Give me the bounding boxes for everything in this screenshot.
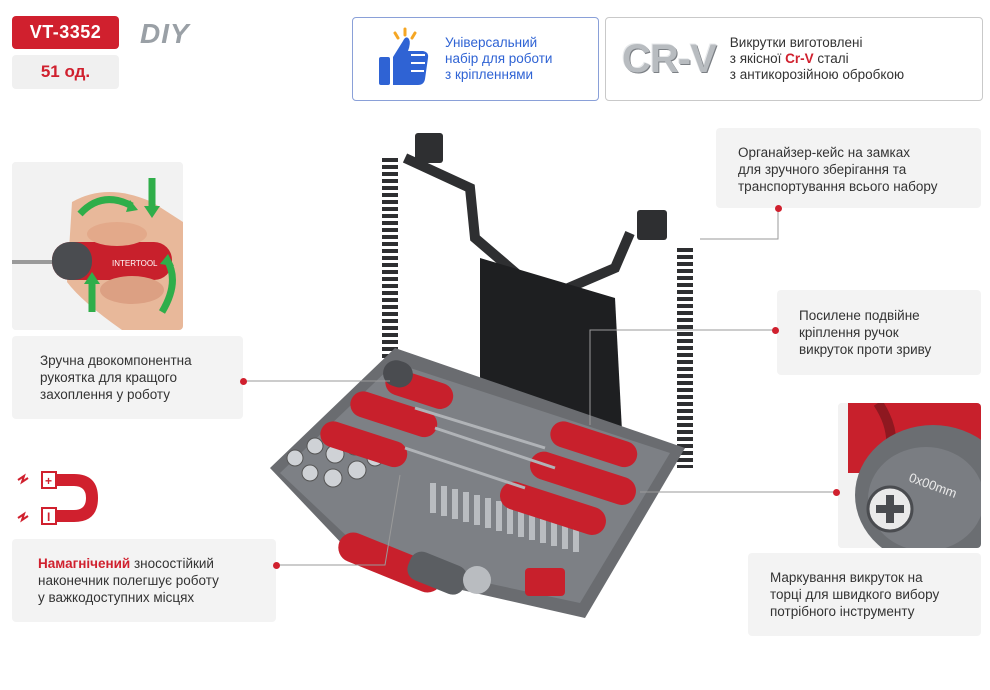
callout-magnetic-line2: наконечник полегшує роботу xyxy=(38,573,219,588)
product-case-illustration xyxy=(270,133,693,618)
diy-badge: DIY xyxy=(140,18,190,49)
callout-marking-line1: Маркування викруток на xyxy=(770,570,923,585)
callout-marking-line2: торці для швидкого вибору xyxy=(770,587,940,602)
callout-handle-line1: Зручна двокомпонентна xyxy=(40,353,192,368)
item-count-badge: 51 од. xyxy=(12,55,119,89)
sku-badge: VT-3352 xyxy=(12,16,119,49)
callout-magnetic-line3: у важкодоступних місцях xyxy=(38,590,195,605)
feature-crv-line2: з якісної Cr-V сталі xyxy=(729,51,849,66)
magnetic-highlight: Намагнічений xyxy=(38,556,131,571)
feature-universal-line2: набір для роботи xyxy=(445,51,553,66)
callout-handle-line2: рукоятка для кращого xyxy=(40,370,177,385)
feature-universal-card: Універсальний набір для роботи з кріплен… xyxy=(352,17,599,101)
thumbs-up-icon xyxy=(379,27,429,85)
callout-marking-line3: потрібного інструменту xyxy=(770,604,915,619)
crv-highlight: Cr-V xyxy=(785,51,814,66)
feature-crv-line3: з антикорозійною обробкою xyxy=(729,67,905,82)
callout-organizer-line1: Органайзер-кейс на замках xyxy=(738,145,910,160)
callout-double-mount-line2: кріплення ручок xyxy=(799,325,899,340)
svg-text:I: I xyxy=(47,510,50,524)
callout-handle: Зручна двокомпонентна рукоятка для кращо… xyxy=(12,336,243,419)
callout-magnetic: Намагнічений зносостійкий наконечник пол… xyxy=(12,539,276,622)
svg-text:+: + xyxy=(45,474,52,488)
callout-handle-line3: захоплення у роботу xyxy=(40,387,171,402)
callout-organizer-line3: транспортування всього набору xyxy=(738,179,938,194)
feature-crv-card: CR-V Викрутки виготовлені з якісної Cr-V… xyxy=(605,17,983,101)
connector-dot-magnetic xyxy=(273,562,280,569)
callout-marking: Маркування викруток на торці для швидког… xyxy=(748,553,981,636)
connector-dot-organizer xyxy=(775,205,782,212)
hand-grip-photo: INTERTOOL xyxy=(12,162,183,330)
connector-dot-double-mount xyxy=(772,327,779,334)
callout-organizer: Органайзер-кейс на замках для зручного з… xyxy=(716,128,981,208)
tip-marking-photo: 0x00mm xyxy=(838,403,981,548)
feature-crv-line1: Викрутки виготовлені xyxy=(729,35,863,50)
hand-photo-brand: INTERTOOL xyxy=(112,259,158,268)
callout-double-mount-line3: викруток проти зриву xyxy=(799,342,932,357)
callout-double-mount-line1: Посилене подвійне xyxy=(799,308,920,323)
callout-organizer-line2: для зручного зберігання та xyxy=(738,162,907,177)
magnet-icon: + I xyxy=(17,471,98,525)
callout-double-mount: Посилене подвійне кріплення ручок викрут… xyxy=(777,290,981,375)
feature-universal-line3: з кріпленнями xyxy=(445,67,534,82)
feature-universal-line1: Універсальний xyxy=(445,35,538,50)
crv-logo: CR-V xyxy=(622,36,717,81)
callout-magnetic-line1: Намагнічений зносостійкий xyxy=(38,556,214,571)
connector-dot-marking xyxy=(833,489,840,496)
connector-dot-handle xyxy=(240,378,247,385)
